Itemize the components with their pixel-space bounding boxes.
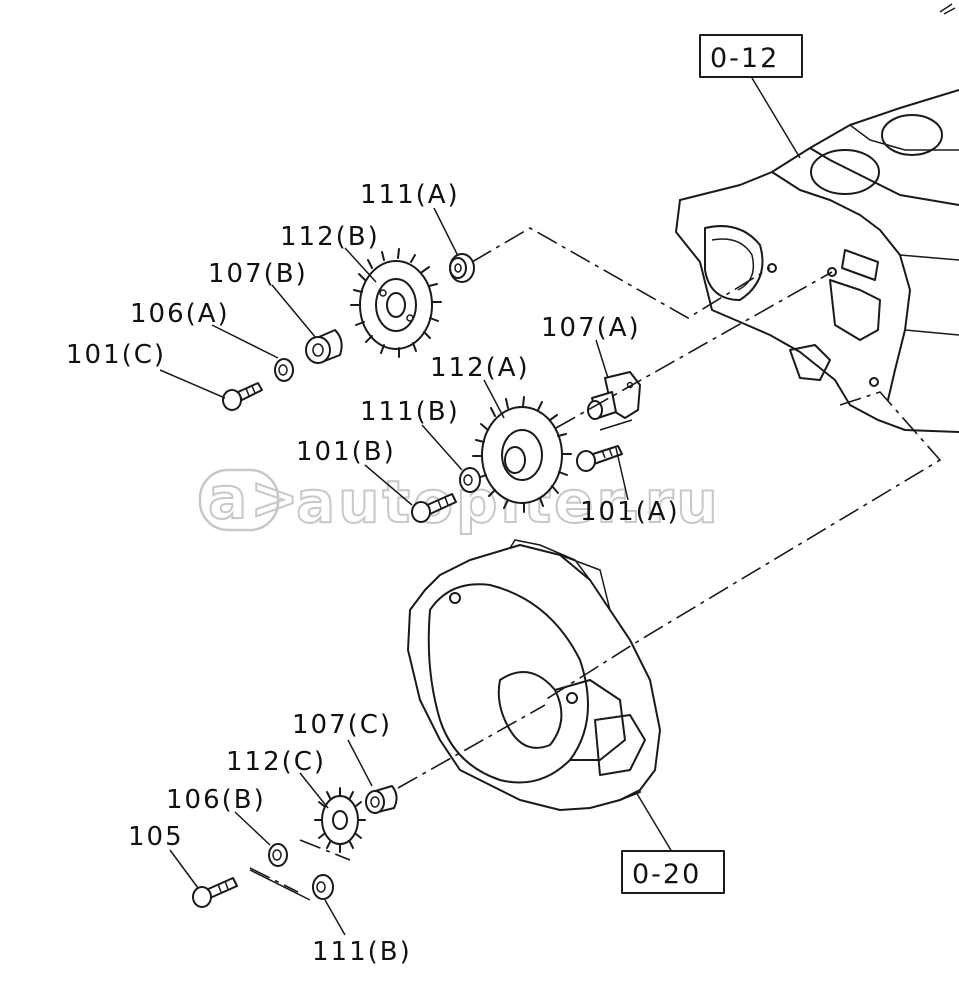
reference-flywheel-housing: 0-20 (621, 850, 725, 894)
washer-111a (449, 253, 475, 283)
bolt-101c (222, 382, 263, 411)
watermark-logo: a> (208, 464, 302, 532)
callout-111b-top: 111(B) (360, 397, 460, 427)
bushing-107b (305, 329, 343, 364)
reference-label-0-12: 0-12 (710, 43, 779, 74)
callout-107b: 107(B) (208, 259, 308, 289)
callout-111b-bottom: 111(B) (312, 937, 412, 967)
callout-106b: 106(B) (166, 785, 266, 815)
shaft-107a (587, 371, 641, 420)
callout-101c: 101(C) (66, 340, 166, 370)
washer-106b (268, 843, 288, 867)
callout-112c: 112(C) (226, 747, 326, 777)
callout-107a: 107(A) (541, 313, 641, 343)
reference-engine-block: 0-12 (699, 34, 803, 78)
callout-112a: 112(A) (430, 353, 530, 383)
corner-mark (939, 3, 956, 15)
callout-111a: 111(A) (360, 180, 460, 210)
bolt-101a (576, 445, 623, 472)
callout-107c: 107(C) (292, 710, 392, 740)
bolt-105 (192, 877, 238, 908)
leader-lines (159, 77, 801, 936)
callout-101b: 101(B) (296, 437, 396, 467)
washer-106a (274, 358, 294, 382)
callout-101a: 101(A) (580, 497, 680, 527)
callout-106a: 106(A) (130, 299, 230, 329)
callout-105: 105 (128, 822, 184, 852)
reference-label-0-20: 0-20 (632, 859, 701, 890)
washer-111b-bottom (312, 874, 334, 900)
callout-112b: 112(B) (280, 222, 380, 252)
assembly-lines (249, 227, 942, 901)
callout-labels: 111(A) 112(B) 107(B) 106(A) 101(C) 107(A… (66, 180, 680, 967)
bushing-107c (365, 785, 398, 814)
bolt-101b (411, 493, 457, 523)
gear-112a (472, 396, 572, 513)
watermark-logo-frame (198, 468, 280, 532)
gear-112c (314, 787, 366, 853)
reference-box-0-12 (699, 34, 803, 78)
reference-box-0-20 (621, 850, 725, 894)
washer-111b-top (459, 467, 481, 493)
engine-block (675, 89, 959, 433)
gear-112b (350, 248, 442, 358)
flywheel-housing (407, 539, 661, 811)
